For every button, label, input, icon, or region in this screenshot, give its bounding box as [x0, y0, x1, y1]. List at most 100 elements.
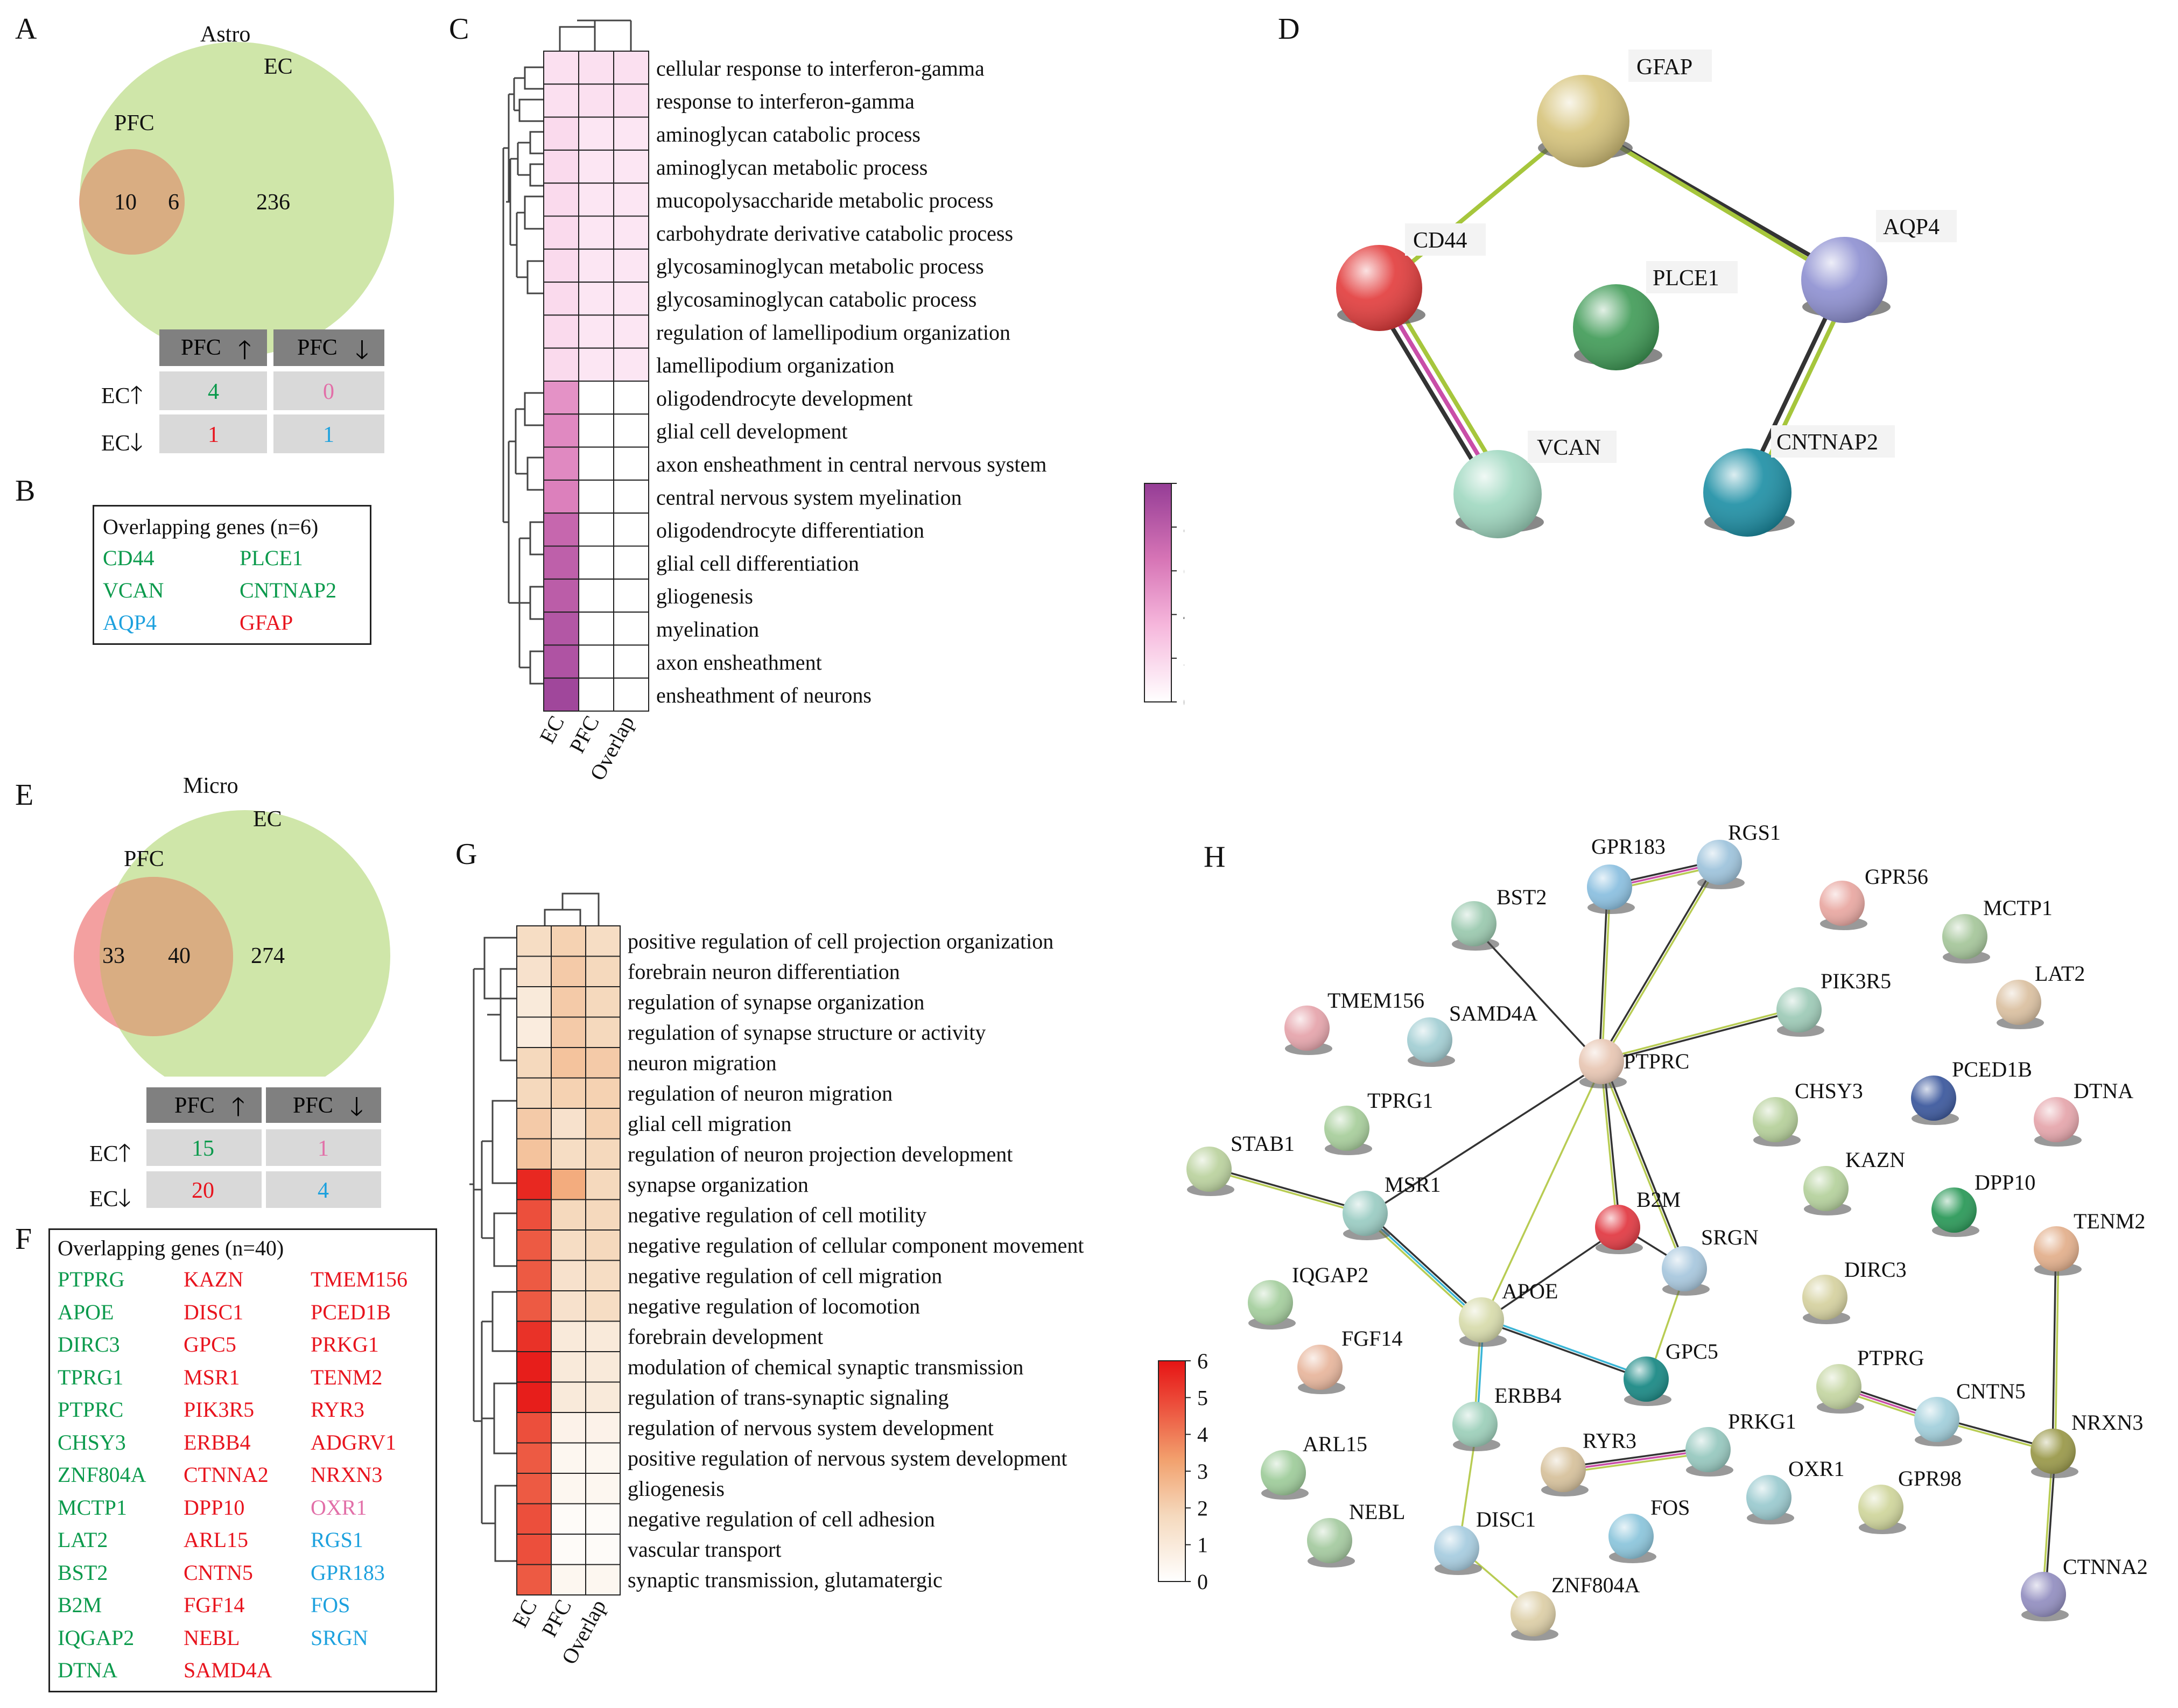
table-e-cell: 1	[266, 1129, 381, 1166]
heatmap-cell	[543, 611, 579, 646]
heatmap-cell	[613, 545, 649, 580]
colorbar-g	[1158, 1360, 1186, 1582]
up-arrow-icon: 🡑	[231, 1092, 245, 1122]
term-label: cellular response to interferon-gamma	[656, 56, 985, 80]
heatmap-cell	[585, 1381, 621, 1413]
heatmap-cell	[516, 1169, 552, 1200]
colorbar-tick: 2	[1197, 1496, 1208, 1520]
term-label: gliogenesis	[628, 1477, 725, 1501]
svg-text:VCAN: VCAN	[1537, 435, 1601, 460]
up-arrow-icon: 🡑	[238, 335, 251, 365]
term-label: glycosaminoglycan metabolic process	[656, 254, 984, 278]
gene: APOE	[58, 1299, 114, 1324]
node-label: RGS1	[1728, 820, 1781, 845]
gene-box-b: Overlapping genes (n=6) CD44 PLCE1 VCAN …	[93, 505, 371, 645]
svg-text:PLCE1: PLCE1	[1653, 266, 1719, 291]
heatmap-cell	[613, 413, 649, 448]
gene: CNTNAP2	[240, 578, 337, 602]
term-label: central nervous system myelination	[656, 485, 962, 509]
gene: RGS1	[311, 1528, 363, 1552]
network-d-nodes	[1336, 75, 1891, 538]
network-edge	[2054, 1249, 2060, 1452]
gene: PCED1B	[311, 1299, 391, 1324]
node-label: PTPRG	[1857, 1346, 1924, 1370]
colorbar-tick: 10	[1183, 472, 1184, 496]
heatmap-cell	[613, 512, 649, 547]
gene: GPC5	[184, 1332, 236, 1356]
gene: DPP10	[184, 1495, 245, 1520]
term-label: forebrain development	[628, 1324, 823, 1348]
heatmap-cell	[551, 1473, 586, 1505]
table-e-cell: 15	[146, 1129, 262, 1166]
term-label: glial cell differentiation	[656, 551, 859, 575]
heatmap-cell	[543, 677, 579, 712]
heatmap-cell	[551, 1108, 586, 1140]
term-label: negative regulation of cellular componen…	[628, 1233, 1084, 1257]
network-edge	[1563, 1452, 1709, 1474]
heatmap-cell	[578, 381, 614, 415]
network-edge	[1481, 1319, 1647, 1381]
heatmap-cell	[516, 1047, 552, 1079]
table-a-cell: 4	[159, 371, 267, 410]
node-label: GPR98	[1898, 1466, 1962, 1491]
heatmap-cell	[613, 644, 649, 679]
gene-box-b-title: Overlapping genes (n=6)	[103, 515, 319, 539]
colorbar-tick: 0	[1183, 690, 1184, 714]
colorbar-tick: 3	[1197, 1459, 1208, 1484]
table-e-header-2: PFC 🡓	[266, 1087, 381, 1123]
network-edge	[1482, 1228, 1620, 1323]
node-label: NRXN3	[2071, 1410, 2143, 1435]
table-a-cell: 1	[273, 414, 384, 453]
node-label: LAT2	[2035, 961, 2085, 986]
gene: SRGN	[311, 1625, 368, 1650]
venn-e-overlap-count: 40	[168, 944, 191, 968]
heatmap-cell	[613, 446, 649, 481]
gene: IQGAP2	[58, 1625, 135, 1650]
network-edge	[1366, 1211, 1484, 1319]
venn-a-overlap	[80, 149, 185, 255]
venn-e-pfc-only: 33	[102, 944, 125, 968]
heatmap-cell	[585, 1412, 621, 1444]
term-label: neuron migration	[628, 1051, 777, 1075]
venn-e-ec-label: EC	[253, 807, 282, 832]
colorbar-tick: 4	[1183, 603, 1184, 627]
heatmap-cell	[585, 1503, 621, 1535]
table-e-row1-label: EC🡑	[89, 1138, 131, 1167]
heatmap-cell	[613, 611, 649, 646]
network-edge	[2051, 1248, 2057, 1452]
node-label: GPR56	[1865, 864, 1928, 889]
up-arrow-icon: 🡑	[130, 380, 143, 409]
term-label: regulation of neuron migration	[628, 1081, 893, 1105]
gene: CD44	[103, 546, 154, 570]
heatmap-cell	[613, 282, 649, 316]
node-label: SAMD4A	[1449, 1001, 1538, 1025]
heatmap-cell	[543, 248, 579, 283]
network-edge	[1209, 1169, 1366, 1215]
gene: LAT2	[58, 1528, 108, 1552]
heatmap-g: positive regulation of cell projection o…	[469, 892, 1208, 1668]
heatmap-cell	[551, 1077, 586, 1109]
table-a-cell: 1	[159, 414, 267, 453]
heatmap-cell	[543, 413, 579, 448]
term-label: aminoglycan catabolic process	[656, 122, 921, 146]
gene: ADGRV1	[311, 1430, 397, 1454]
gene: BST2	[58, 1560, 108, 1585]
gene: DISC1	[184, 1299, 244, 1324]
heatmap-cell	[516, 1503, 552, 1535]
term-label: regulation of synapse structure or activ…	[628, 1020, 986, 1044]
down-arrow-icon: 🡓	[350, 1092, 363, 1122]
svg-text:GFAP: GFAP	[1636, 55, 1692, 80]
colorbar-tick: 4	[1197, 1423, 1208, 1447]
panel-label-f: F	[15, 1222, 32, 1256]
svg-text:AQP4: AQP4	[1883, 215, 1940, 240]
heatmap-cell	[578, 51, 614, 85]
node-label: CNTN5	[1956, 1379, 2026, 1403]
term-label: myelination	[656, 617, 759, 641]
node-label: DIRC3	[1844, 1257, 1907, 1282]
heatmap-c: cellular response to interferon-gammares…	[502, 19, 1184, 781]
node-label: PCED1B	[1952, 1057, 2032, 1081]
network-edge	[1601, 862, 1721, 1063]
